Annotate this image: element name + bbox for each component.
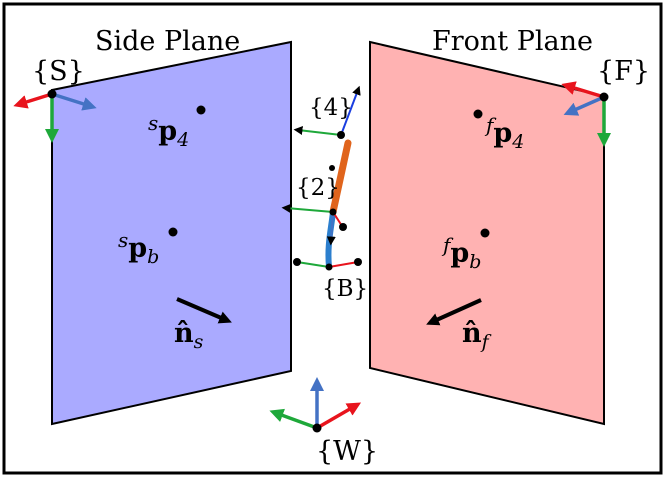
frame-w-axes: [269, 377, 362, 433]
frame-f-axes: [561, 81, 611, 147]
frame-b-origin: [325, 263, 333, 271]
frame-w-x-axis: [316, 402, 362, 430]
joint-4-z-axis: [340, 85, 361, 136]
frame-s-label: {S}: [32, 56, 85, 87]
joint-2-origin: [329, 208, 337, 216]
front-plane-title: Front Plane: [432, 26, 593, 57]
joint-2-x-tip: [339, 223, 347, 231]
frame-f-x-axis: [561, 81, 605, 99]
frame-s-z-axis: [51, 92, 97, 111]
front-pb-point: [480, 228, 490, 238]
frame-f-z-axis: [563, 95, 605, 116]
side-p4-point: [196, 105, 206, 115]
frame-f-label: {F}: [597, 56, 650, 87]
joint-2-label: {2}: [296, 175, 340, 201]
joint-4-origin: [337, 131, 345, 139]
side-pb-point: [168, 227, 178, 237]
robot-arm: [281, 85, 362, 271]
front-p4-point: [473, 109, 483, 119]
frame-w-origin: [312, 423, 322, 433]
arm-link-orange: [329, 139, 352, 216]
frame-f-origin: [599, 92, 609, 102]
side-pb-label: spb: [118, 228, 159, 268]
side-plane-title: Side Plane: [95, 26, 240, 57]
frame-b-x-tip: [354, 258, 362, 266]
side-p4-label: sp4: [148, 111, 189, 151]
joint-2-z-axis: [326, 211, 336, 246]
frame-w-label: {W}: [316, 436, 378, 467]
side-normal-arrow: [176, 297, 232, 324]
frame-w-y-axis: [269, 408, 318, 430]
frame-b-y-axis: [296, 261, 330, 268]
frame-s-axes: [13, 89, 97, 143]
frame-b-y-tip: [293, 258, 301, 266]
frame-s-origin: [47, 89, 57, 99]
joint-2-y-axis: [281, 203, 334, 213]
front-p4-label: fp4: [484, 113, 524, 153]
joint-4-y-axis: [293, 126, 342, 136]
frame-b-label: {B}: [322, 276, 368, 302]
front-normal-label: n̂f: [462, 318, 492, 353]
front-normal-arrow: [426, 298, 482, 326]
joint-4-label: {4}: [309, 95, 353, 121]
frame-b-x-axis: [328, 261, 359, 268]
front-pb-label: fpb: [441, 233, 481, 273]
frame-s-x-axis: [13, 92, 53, 109]
side-normal-label: n̂s: [174, 318, 204, 353]
arm-joint-mid: [329, 165, 335, 171]
